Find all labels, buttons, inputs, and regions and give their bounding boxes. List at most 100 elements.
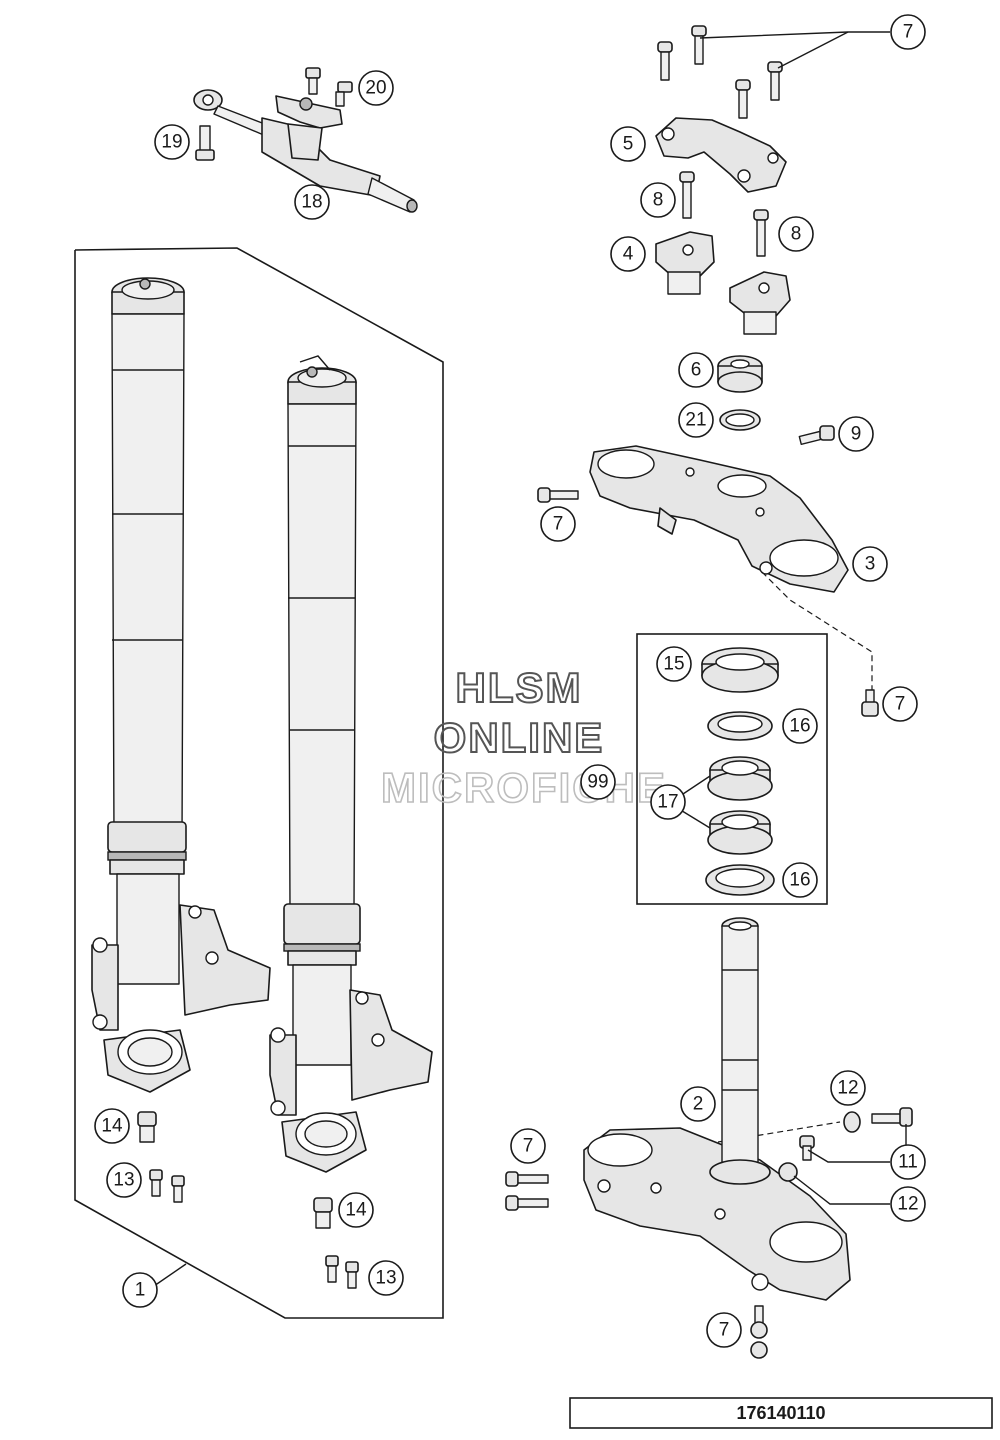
callout-label: 3	[865, 554, 876, 575]
callout-label: 13	[375, 1268, 396, 1289]
callout-label: 7	[903, 22, 914, 43]
bolt-8-a	[679, 171, 695, 219]
callout-1[interactable]: 1	[122, 1272, 158, 1308]
callout-4[interactable]: 4	[610, 236, 646, 272]
callout-9[interactable]: 9	[838, 416, 874, 452]
nut-12-upper	[843, 1111, 861, 1133]
dust-seal-15	[701, 647, 779, 693]
callout-18[interactable]: 18	[294, 184, 330, 220]
callout-label: 20	[365, 78, 386, 99]
callout-label: 19	[161, 132, 182, 153]
watermark-line-3: MICROFICHE	[381, 764, 667, 811]
bearing-race-16-lower	[705, 864, 775, 896]
bolt-13-left	[149, 1169, 185, 1203]
bolt-14-left	[137, 1111, 157, 1143]
bolts-7-top	[657, 25, 783, 119]
watermark-line-1: HLSM	[456, 664, 583, 711]
callout-6[interactable]: 6	[678, 352, 714, 388]
callout-7[interactable]: 7	[890, 14, 926, 50]
fork-leg-left	[91, 277, 271, 1093]
bearing-race-16-upper	[707, 711, 773, 741]
callout-label: 7	[895, 694, 906, 715]
callout-label: 4	[623, 244, 634, 265]
callout-label: 15	[663, 654, 684, 675]
bearing-17-upper	[707, 756, 773, 801]
callout-2[interactable]: 2	[680, 1086, 716, 1122]
callout-3[interactable]: 3	[852, 546, 888, 582]
callout-label: 12	[897, 1194, 918, 1215]
callout-label: 99	[587, 772, 608, 793]
callout-7[interactable]: 7	[706, 1312, 742, 1348]
callout-label: 14	[101, 1116, 123, 1137]
callout-label: 1	[135, 1280, 146, 1301]
callout-17[interactable]: 17	[650, 784, 686, 820]
handlebar-clamp-upper	[655, 117, 787, 193]
callout-11[interactable]: 11	[890, 1144, 926, 1180]
callout-12[interactable]: 12	[830, 1070, 866, 1106]
callout-label: 11	[898, 1152, 918, 1173]
callout-label: 2	[693, 1094, 704, 1115]
document-number-box: 176140110	[569, 1397, 993, 1429]
callout-label: 5	[623, 134, 634, 155]
bolt-14-right	[313, 1197, 333, 1229]
callout-7[interactable]: 7	[540, 506, 576, 542]
washer-21	[719, 409, 761, 431]
watermark-line-2: ONLINE	[434, 714, 605, 761]
callout-15[interactable]: 15	[656, 646, 692, 682]
steering-stem	[709, 917, 771, 1185]
callout-20[interactable]: 20	[358, 70, 394, 106]
callout-label: 6	[691, 360, 702, 381]
handlebar-riser-right	[729, 271, 791, 335]
callout-12[interactable]: 12	[890, 1186, 926, 1222]
handlebar-riser-left	[655, 231, 715, 295]
callout-13[interactable]: 13	[106, 1162, 142, 1198]
callout-21[interactable]: 21	[678, 402, 714, 438]
bolt-7-upper-clamp	[537, 487, 579, 503]
callout-label: 7	[523, 1136, 534, 1157]
bearing-kit-box	[636, 633, 828, 905]
watermark: HLSM ONLINE MICROFICHE	[380, 663, 667, 812]
callout-label: 16	[789, 870, 810, 891]
callout-label: 17	[657, 792, 678, 813]
callout-13[interactable]: 13	[368, 1260, 404, 1296]
bolts-7-bottom	[750, 1305, 768, 1359]
callout-label: 12	[837, 1078, 858, 1099]
callout-8[interactable]: 8	[778, 216, 814, 252]
bolt-11	[871, 1107, 913, 1127]
callout-7[interactable]: 7	[510, 1128, 546, 1164]
fork-assembly-outline	[74, 247, 444, 1319]
bolt-12-lower	[778, 1135, 815, 1182]
callout-7[interactable]: 7	[882, 686, 918, 722]
callout-label: 16	[789, 716, 810, 737]
callout-5[interactable]: 5	[610, 126, 646, 162]
callout-label: 8	[791, 224, 802, 245]
callout-label: 7	[719, 1320, 730, 1341]
fork-leg-right	[269, 355, 433, 1173]
bolt-7-clamp-side	[861, 689, 879, 717]
callout-8[interactable]: 8	[640, 182, 676, 218]
callout-14[interactable]: 14	[94, 1108, 130, 1144]
bolt-8-b	[753, 209, 769, 257]
leader-lines	[153, 31, 907, 1287]
upper-triple-clamp	[589, 445, 849, 593]
bolt-20	[305, 67, 353, 107]
lower-triple-clamp	[583, 1127, 851, 1301]
callout-label: 7	[553, 514, 564, 535]
steering-nut-6	[717, 355, 763, 393]
callout-label: 21	[685, 410, 706, 431]
bolt-19	[195, 125, 215, 161]
callout-16[interactable]: 16	[782, 708, 818, 744]
bolt-9	[798, 425, 835, 446]
document-number: 176140110	[736, 1403, 825, 1423]
callouts: 7 20 19 5 18 8 8 4 6 21 9 7 3 15 7 16 99…	[94, 14, 926, 1348]
bearing-17-lower	[707, 810, 773, 855]
callout-99[interactable]: 99	[580, 764, 616, 800]
callout-label: 8	[653, 190, 664, 211]
steering-damper	[193, 89, 418, 213]
callout-19[interactable]: 19	[154, 124, 190, 160]
callout-16[interactable]: 16	[782, 862, 818, 898]
callout-14[interactable]: 14	[338, 1192, 374, 1228]
callout-label: 9	[851, 424, 862, 445]
callout-label: 18	[301, 192, 322, 213]
